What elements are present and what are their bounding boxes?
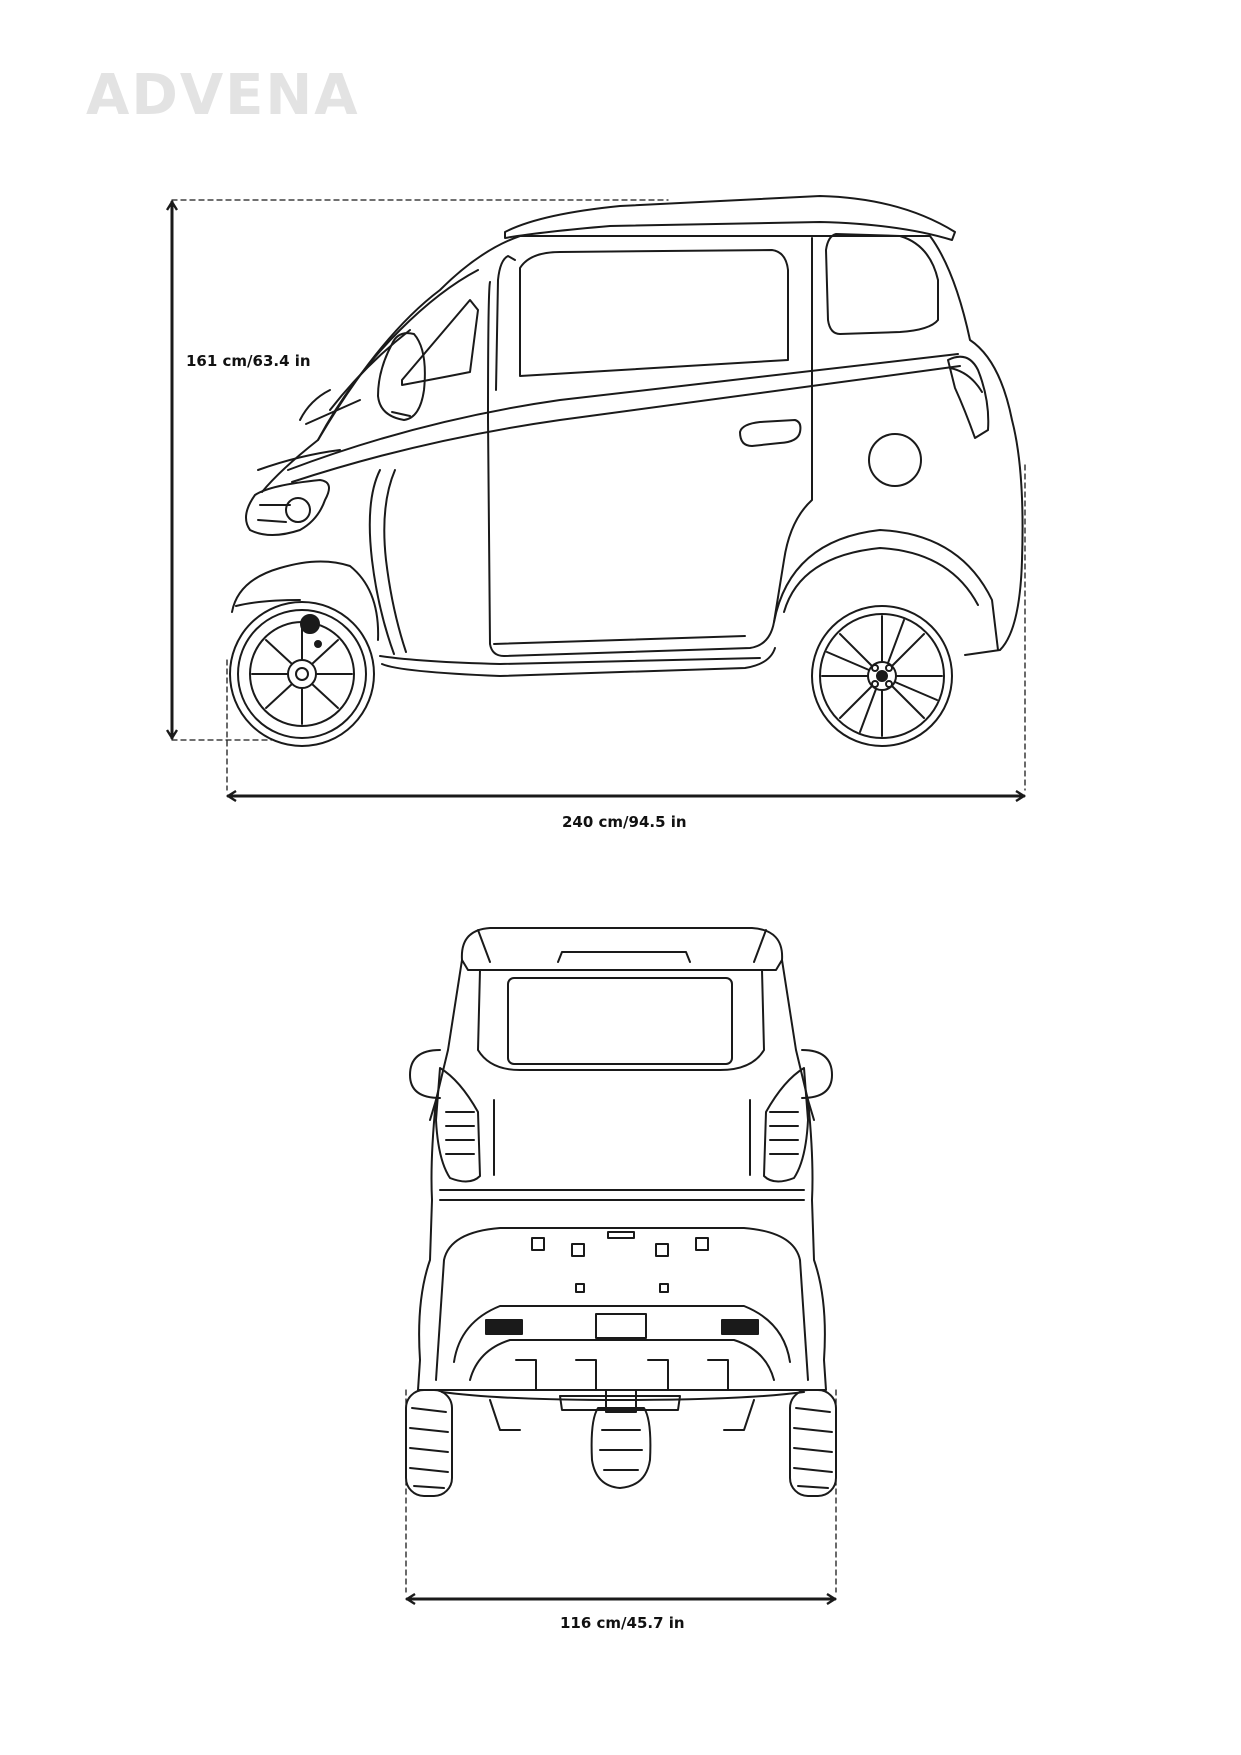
rear-wheel bbox=[811, 605, 953, 747]
brand-logo: ADVENA bbox=[86, 63, 360, 128]
rear-view bbox=[405, 927, 837, 1599]
car-side-body bbox=[231, 195, 1024, 677]
front-wheel bbox=[229, 601, 375, 747]
length-dimension-label: 240 cm/94.5 in bbox=[562, 813, 687, 831]
width-dimension-label: 116 cm/45.7 in bbox=[560, 1614, 685, 1632]
right-rear-wheel bbox=[789, 1389, 837, 1497]
car-rear-body bbox=[409, 927, 833, 1489]
height-dimension-label: 161 cm/63.4 in bbox=[186, 352, 311, 370]
width-dimension-line bbox=[405, 1389, 837, 1599]
left-rear-wheel bbox=[405, 1389, 453, 1497]
length-dimension-line bbox=[226, 464, 1026, 796]
height-dimension-line bbox=[172, 199, 669, 741]
side-view bbox=[172, 195, 1026, 796]
